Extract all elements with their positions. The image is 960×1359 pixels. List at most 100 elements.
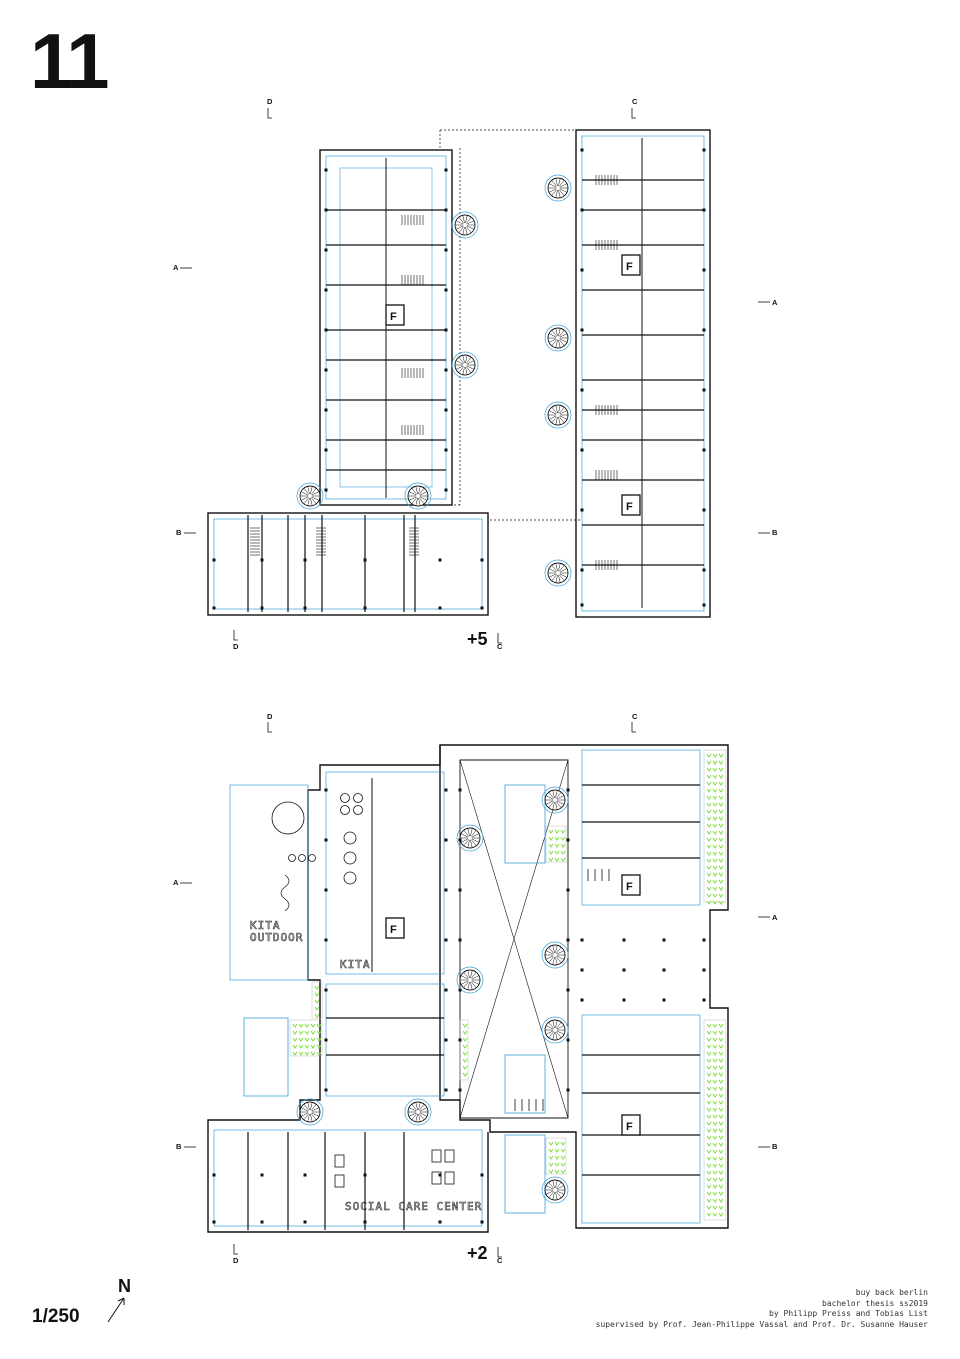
spiral-stair-outline bbox=[544, 559, 572, 587]
planting bbox=[712, 1170, 718, 1175]
column bbox=[580, 938, 584, 942]
stair-f-1: F bbox=[390, 311, 397, 323]
spiral-step bbox=[551, 339, 557, 346]
spiral-step bbox=[555, 1191, 558, 1200]
planting bbox=[712, 879, 718, 884]
spiral-step bbox=[467, 970, 470, 979]
upper-plan bbox=[207, 129, 711, 618]
spiral-step bbox=[545, 795, 554, 800]
spiral-step bbox=[545, 1025, 554, 1030]
scale-label: 1/250 bbox=[32, 1306, 80, 1327]
spiral-step bbox=[471, 830, 477, 837]
spiral-step bbox=[471, 838, 480, 843]
planting bbox=[712, 1212, 718, 1217]
spiral-step bbox=[552, 801, 555, 810]
column bbox=[580, 508, 584, 512]
planting bbox=[554, 857, 560, 862]
planting bbox=[718, 1184, 724, 1189]
planting bbox=[712, 1135, 718, 1140]
planting bbox=[706, 858, 712, 863]
planting bbox=[712, 795, 718, 800]
column bbox=[324, 788, 328, 792]
spiral-step bbox=[411, 488, 417, 495]
planting bbox=[712, 1205, 718, 1210]
spiral-step bbox=[551, 574, 557, 581]
planting bbox=[706, 886, 712, 891]
spiral-step bbox=[460, 980, 469, 985]
column bbox=[324, 288, 328, 292]
planting bbox=[310, 1044, 316, 1049]
planting bbox=[316, 1044, 322, 1049]
spiral-step bbox=[551, 189, 557, 196]
planting bbox=[316, 1023, 322, 1028]
spiral-step bbox=[465, 215, 468, 224]
planting bbox=[718, 837, 724, 842]
column bbox=[458, 938, 462, 942]
spiral-step bbox=[556, 1025, 565, 1030]
spiral-step bbox=[548, 573, 557, 578]
planting bbox=[706, 1135, 712, 1140]
planting bbox=[712, 774, 718, 779]
planting bbox=[718, 767, 724, 772]
column bbox=[212, 1173, 216, 1177]
planting bbox=[712, 830, 718, 835]
spiral-step bbox=[311, 491, 320, 496]
planting bbox=[548, 836, 554, 841]
table-round-small bbox=[340, 793, 350, 803]
planting bbox=[706, 753, 712, 758]
column bbox=[622, 968, 626, 972]
spiral-step bbox=[559, 338, 568, 343]
spiral-step bbox=[411, 1104, 417, 1111]
column bbox=[212, 558, 216, 562]
spiral-step bbox=[548, 188, 557, 193]
spiral-step bbox=[551, 330, 557, 337]
spiral-step bbox=[303, 1113, 309, 1120]
planting bbox=[548, 1148, 554, 1153]
planting bbox=[462, 1072, 468, 1077]
spiral-step bbox=[419, 1112, 428, 1117]
spiral-step bbox=[548, 801, 554, 808]
spiral-step bbox=[555, 339, 558, 348]
planting bbox=[712, 788, 718, 793]
column bbox=[324, 208, 328, 212]
section-c-top-upper: C bbox=[632, 97, 638, 106]
spiral-step bbox=[460, 833, 469, 838]
spiral-step bbox=[411, 1113, 417, 1120]
spiral-step bbox=[556, 955, 565, 960]
planting bbox=[712, 1079, 718, 1084]
planting bbox=[462, 1044, 468, 1049]
planting bbox=[706, 844, 712, 849]
spiral-step bbox=[415, 486, 418, 495]
planting bbox=[314, 1006, 320, 1011]
column bbox=[702, 388, 706, 392]
spiral-step bbox=[411, 497, 417, 504]
planting bbox=[718, 1163, 724, 1168]
spiral-step bbox=[552, 1020, 555, 1029]
column bbox=[444, 248, 448, 252]
spiral-step bbox=[545, 800, 554, 805]
spiral-step bbox=[471, 981, 477, 988]
spiral-stair-outline bbox=[296, 482, 324, 510]
spiral-step bbox=[548, 1022, 554, 1029]
section-b-left-upper: B bbox=[176, 528, 182, 537]
column bbox=[363, 606, 367, 610]
column bbox=[580, 328, 584, 332]
column bbox=[444, 888, 448, 892]
planting bbox=[554, 836, 560, 841]
planting bbox=[712, 1198, 718, 1203]
planting bbox=[298, 1051, 304, 1056]
column bbox=[662, 968, 666, 972]
planting bbox=[706, 837, 712, 842]
spiral-step bbox=[310, 1113, 313, 1122]
spiral-step bbox=[559, 180, 565, 187]
planting bbox=[718, 1051, 724, 1056]
spiral-step bbox=[559, 407, 565, 414]
column bbox=[566, 1088, 570, 1092]
spiral-step bbox=[551, 407, 557, 414]
stair-f-5: F bbox=[626, 881, 633, 893]
desk bbox=[444, 1149, 455, 1163]
planting bbox=[706, 1184, 712, 1189]
spiral-step bbox=[307, 1113, 310, 1122]
planting bbox=[706, 879, 712, 884]
column bbox=[444, 1038, 448, 1042]
